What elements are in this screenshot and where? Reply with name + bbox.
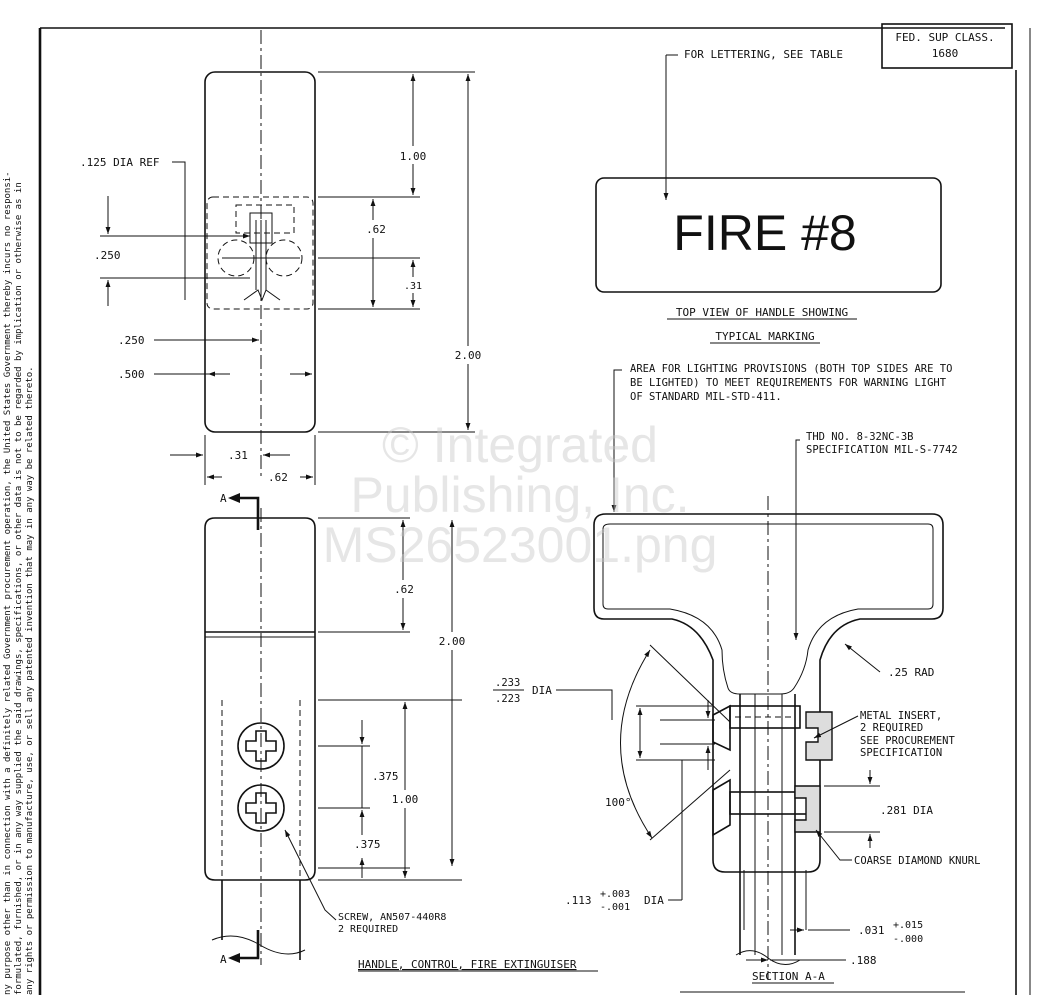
margin-line-2: formulated, furnished, or in any way sup… xyxy=(14,182,24,995)
dim-223: .223 xyxy=(495,693,520,705)
label-screw: SCREW, AN507-440R8 xyxy=(338,912,446,923)
dim-2-00-top: 2.00 xyxy=(455,349,482,362)
dim-62-top: .62 xyxy=(366,223,386,236)
caption-handle: HANDLE, CONTROL, FIRE EXTINGUISER xyxy=(358,958,577,971)
dim-031: .031 xyxy=(858,924,885,937)
dim-281-dia: .281 DIA xyxy=(880,804,933,817)
dim-375-top: .375 xyxy=(372,770,399,783)
label-knurl: COARSE DIAMOND KNURL xyxy=(854,855,980,867)
label-25-rad: .25 RAD xyxy=(888,666,934,679)
handle-outline-side xyxy=(204,517,316,881)
insert-note-1: METAL INSERT, xyxy=(860,710,942,722)
section-mark-a-bottom: A xyxy=(220,953,227,966)
label-screw-qty: 2 REQUIRED xyxy=(338,924,398,935)
watermark-line-2: Publishing, Inc. xyxy=(350,467,689,523)
fsc-line-2: 1680 xyxy=(932,47,959,60)
insert-note-3: SEE PROCUREMENT xyxy=(860,735,956,747)
section-mark-a-top: A xyxy=(220,492,227,505)
caption-section: SECTION A-A xyxy=(752,970,825,983)
fsc-line-1: FED. SUP CLASS. xyxy=(895,31,994,44)
dim-375-bottom: .375 xyxy=(354,838,381,851)
section-a-a: AREA FOR LIGHTING PROVISIONS (BOTH TOP S… xyxy=(493,363,980,984)
watermark: © Integrated Publishing, Inc. MS26523001… xyxy=(323,417,718,573)
tol-031-plus: +.015 xyxy=(893,920,923,931)
top-view-marking: FOR LETTERING, SEE TABLE FIRE #8 TOP VIE… xyxy=(595,48,942,344)
dim-31-top: .31 xyxy=(404,281,422,292)
marking-plate xyxy=(595,177,942,293)
tol-113-plus: +.003 xyxy=(600,889,630,900)
margin-legal-text: ny purpose other than in connection with… xyxy=(3,171,35,995)
dim-250: .250 xyxy=(118,334,145,347)
dim-233: .233 xyxy=(495,677,520,689)
tol-031-minus: -.000 xyxy=(893,934,923,945)
dim-2-00-side: 2.00 xyxy=(439,635,466,648)
marking-text: FIRE #8 xyxy=(673,205,856,261)
handle-outline-top xyxy=(204,71,316,433)
lower-left-view: A .62 xyxy=(204,492,598,972)
screw-head-upper xyxy=(237,722,285,770)
insert-note-4: SPECIFICATION xyxy=(860,747,942,759)
area-note-2: BE LIGHTED) TO MEET REQUIREMENTS FOR WAR… xyxy=(630,377,947,389)
upper-left-view: 1.00 .62 .31 2.00 .125 DIA REF .250 .250… xyxy=(80,30,484,485)
caption-top-view-1: TOP VIEW OF HANDLE SHOWING xyxy=(676,306,848,319)
label-113-dia: DIA xyxy=(644,894,664,907)
thd-note-1: THD NO. 8-32NC-3B xyxy=(806,431,913,443)
dim-250-side: .250 xyxy=(94,249,121,262)
area-note-1: AREA FOR LIGHTING PROVISIONS (BOTH TOP S… xyxy=(630,363,952,375)
t-handle-outline xyxy=(593,513,944,873)
watermark-line-3: MS26523001.png xyxy=(323,517,718,573)
dim-188: .188 xyxy=(850,954,877,967)
insert-note-2: 2 REQUIRED xyxy=(860,722,923,734)
dim-62-bottom: .62 xyxy=(268,471,288,484)
label-angle-100: 100° xyxy=(605,796,632,809)
tol-113-minus: -.001 xyxy=(600,902,630,913)
label-125-dia-ref: .125 DIA REF xyxy=(80,156,159,169)
thd-note-2: SPECIFICATION MIL-S-7742 xyxy=(806,444,958,456)
margin-line-3: any rights or permission to manufacture,… xyxy=(25,366,35,995)
sheet-border xyxy=(38,27,1031,995)
lettering-note: FOR LETTERING, SEE TABLE xyxy=(684,48,843,61)
area-note-3: OF STANDARD MIL-STD-411. xyxy=(630,391,782,403)
dim-1-00-side: 1.00 xyxy=(392,793,419,806)
dim-62-side: .62 xyxy=(394,583,414,596)
fsc-box: FED. SUP CLASS. 1680 xyxy=(881,23,1013,69)
label-233-dia: DIA xyxy=(532,684,552,697)
screw-head-lower xyxy=(237,784,285,832)
hidden-cavity xyxy=(206,196,314,310)
dim-500: .500 xyxy=(118,368,145,381)
dim-1-00-top: 1.00 xyxy=(400,150,427,163)
margin-line-1: ny purpose other than in connection with… xyxy=(3,171,13,995)
dim-113: .113 xyxy=(565,894,592,907)
caption-top-view-2: TYPICAL MARKING xyxy=(715,330,814,343)
watermark-line-1: © Integrated xyxy=(382,417,658,473)
dim-31-bottom: .31 xyxy=(228,449,248,462)
